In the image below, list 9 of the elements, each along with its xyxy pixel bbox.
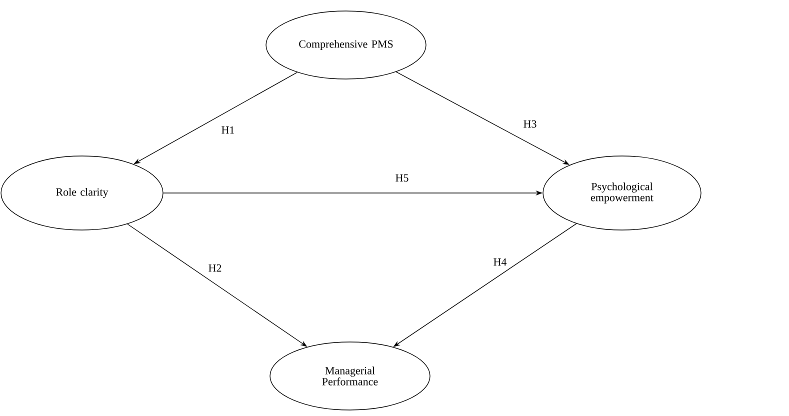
edge-label: H3: [524, 120, 536, 128]
ellipse-node: Psychological empowerment: [542, 156, 702, 230]
ellipse-node: Managerial Performance: [270, 342, 430, 410]
edge-label: H2: [208, 264, 222, 272]
ellipse-node: Role clarity: [0, 156, 164, 230]
edge-label: H4: [494, 258, 507, 266]
ellipse-node: Comprehensive PMS: [266, 10, 426, 80]
edge-label: H5: [396, 174, 408, 182]
edge-label: H1: [222, 126, 234, 134]
